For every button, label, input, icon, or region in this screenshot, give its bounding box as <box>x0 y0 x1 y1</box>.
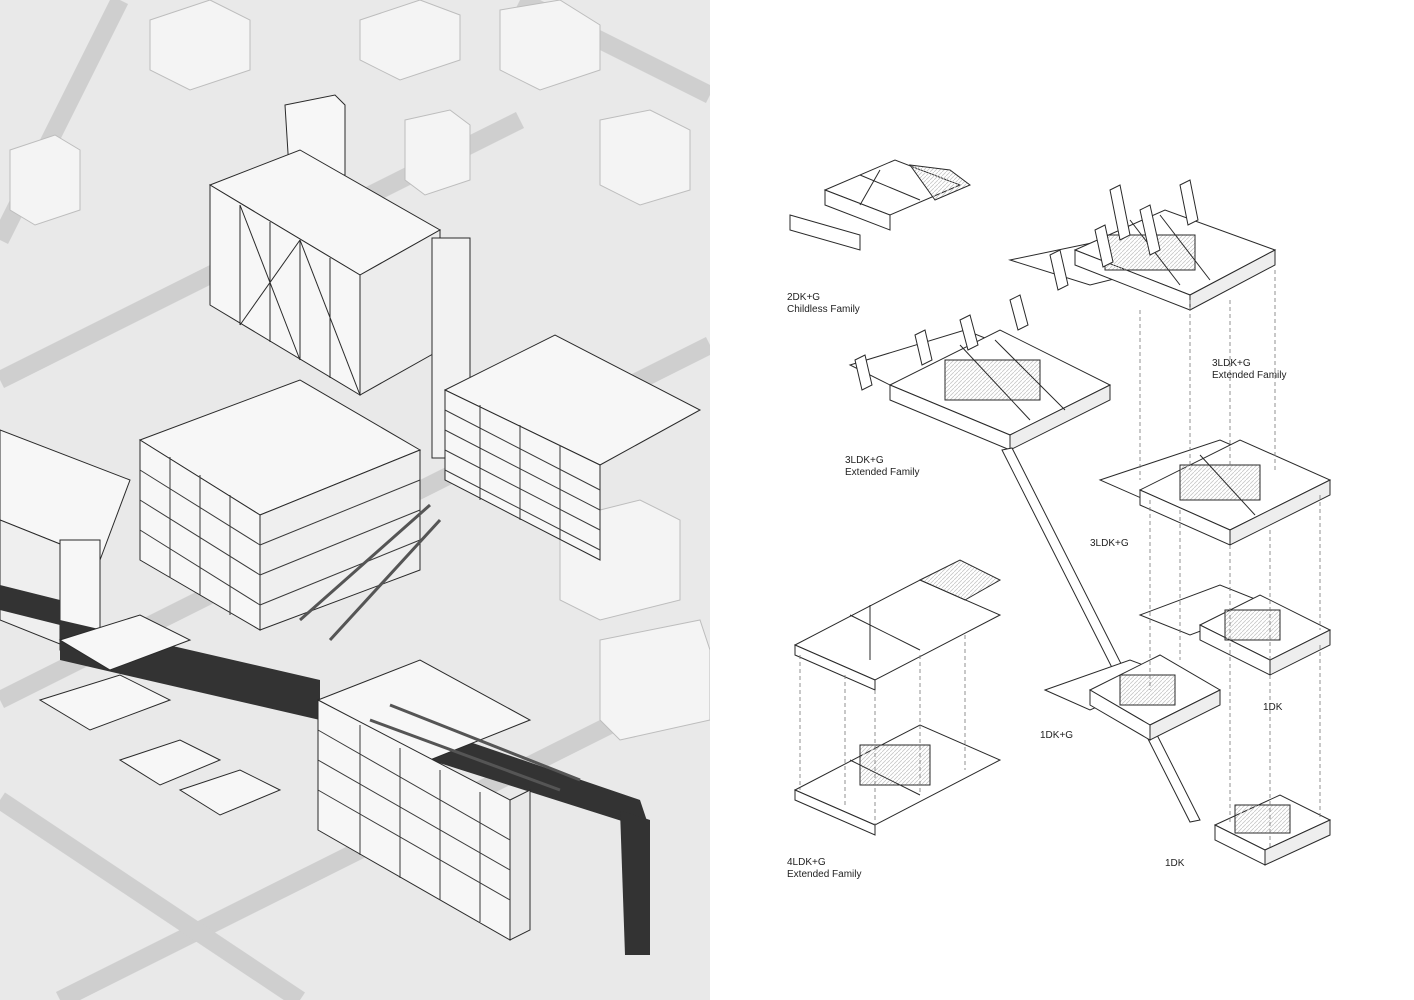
unit-label-1dk-g: 1DK+G <box>1040 730 1073 742</box>
axonometric-drawing <box>0 0 710 1000</box>
roof-posts-upper <box>1049 179 1199 291</box>
plan-3ldk-g <box>1098 439 1332 546</box>
plan-3ldk-g-ext-middle <box>848 329 1112 451</box>
dashed-connectors-4ldk <box>799 635 966 825</box>
unit-type: 1DK+G <box>1040 730 1074 741</box>
plan-3ldk-g-ext-upper <box>1008 209 1277 311</box>
unit-label-1dk-a: 1DK <box>1263 702 1282 714</box>
plan-1dk-b <box>1213 794 1332 866</box>
building-axonometric <box>0 0 710 1000</box>
dashed-connectors-right <box>1139 270 1321 850</box>
right-housing-block <box>443 334 702 561</box>
diagonal-struts <box>299 503 581 792</box>
unit-type: 1DK <box>1165 858 1185 869</box>
unit-label-3ldk-g-ext-middle: 3LDK+G Extended Family <box>845 455 919 479</box>
terrace-block <box>138 379 422 631</box>
central-tower <box>208 94 471 459</box>
unit-type: 2DK+G <box>787 292 821 303</box>
bottom-block <box>316 659 532 941</box>
unit-label-3ldk-g-ext-upper: 3LDK+G Extended Family <box>1212 358 1286 382</box>
unit-label-1dk-b: 1DK <box>1165 858 1184 870</box>
unit-type: 3LDK+G <box>1090 538 1129 549</box>
lower-units <box>38 614 282 816</box>
unit-type: 4LDK+G <box>787 857 826 868</box>
unit-occupant: Extended Family <box>1212 370 1287 381</box>
plan-1dk-g <box>1043 654 1222 741</box>
unit-label-2dk-g: 2DK+G Childless Family <box>787 292 860 316</box>
plan-4ldk-g-lower <box>793 724 1002 836</box>
unit-plans-panel: 2DK+G Childless Family 3LDK+G Extended F… <box>710 0 1414 1000</box>
unit-type: 3LDK+G <box>845 455 884 466</box>
roof-posts-middle <box>854 294 1029 391</box>
unit-label-4ldk-g: 4LDK+G Extended Family <box>787 857 861 881</box>
plan-2dk-g <box>789 159 971 251</box>
unit-type: 3LDK+G <box>1212 358 1251 369</box>
unit-label-3ldk-g: 3LDK+G <box>1090 538 1129 550</box>
unit-occupant: Extended Family <box>845 467 920 478</box>
unit-occupant: Childless Family <box>787 304 860 315</box>
plan-1dk-a <box>1138 584 1332 676</box>
unit-plans-drawing <box>789 159 1332 866</box>
plan-4ldk-g-upper <box>793 559 1002 691</box>
unit-occupant: Extended Family <box>787 869 862 880</box>
unit-type: 1DK <box>1263 702 1283 713</box>
